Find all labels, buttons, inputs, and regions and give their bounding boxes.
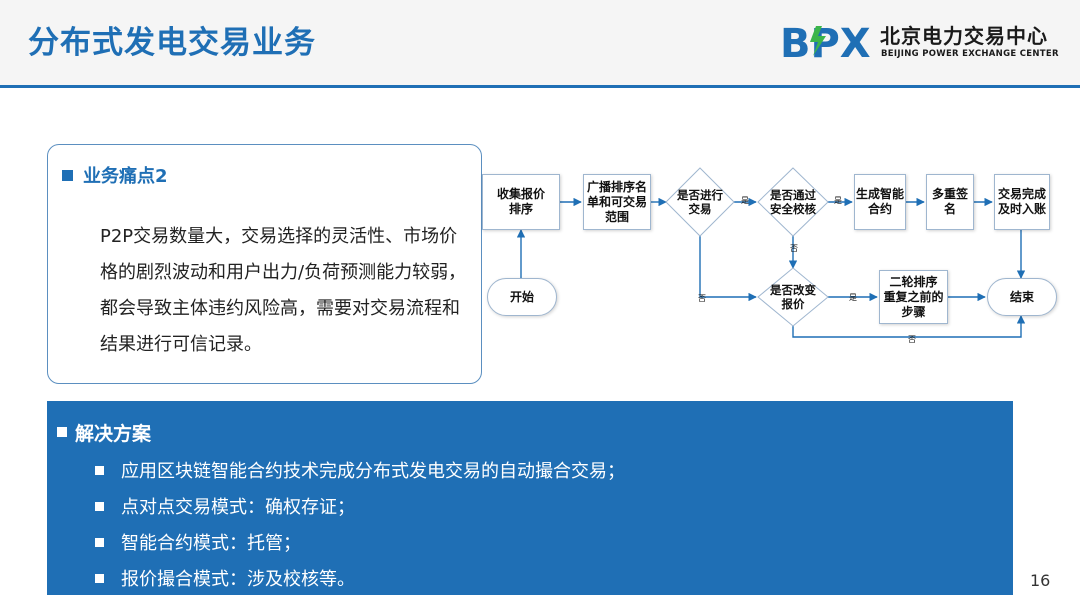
- lightning-bolt-icon: [810, 26, 826, 56]
- edge-label-trade-yes: 是: [741, 196, 749, 205]
- bpx-logo-mark: BPX: [780, 21, 871, 62]
- node-resort: 二轮排序重复之前的步骤: [879, 270, 948, 324]
- edge-label-change-yes: 是: [849, 293, 857, 302]
- square-bullet-icon: [62, 169, 73, 181]
- node-start: 开始: [487, 278, 557, 316]
- square-bullet-icon: [95, 501, 104, 511]
- decision-trade-label: 是否进行交易: [677, 188, 723, 216]
- square-bullet-icon: [95, 537, 104, 547]
- page-number: 16: [1030, 571, 1051, 590]
- solution-panel: 解决方案 应用区块链智能合约技术完成分布式发电交易的自动撮合交易； 点对点交易模…: [47, 401, 1013, 595]
- list-item: 报价撮合模式：涉及校核等。: [95, 560, 625, 596]
- svg-text:BPX: BPX: [780, 21, 871, 62]
- edge-label-change-no: 否: [908, 335, 916, 344]
- node-settle: 交易完成及时入账: [994, 174, 1050, 230]
- edge-label-check-no: 否: [790, 244, 798, 253]
- logo-name-cn: 北京电力交易中心: [880, 24, 1048, 48]
- list-item: 应用区块链智能合约技术完成分布式发电交易的自动撮合交易；: [95, 452, 625, 488]
- decision-check-shape: [757, 167, 829, 237]
- bpx-logo: BPX 北京电力交易中心 BEIJING POWER EXCHANGE CENT…: [780, 18, 1070, 66]
- edge-change-no: [792, 315, 1026, 338]
- logo-name-en: BEIJING POWER EXCHANGE CENTER: [881, 49, 1059, 59]
- slide-title: 分布式发电交易业务: [28, 25, 316, 61]
- square-bullet-icon: [57, 427, 67, 437]
- solution-header: 解决方案: [57, 419, 151, 445]
- square-bullet-icon: [95, 573, 104, 583]
- pain-point-card: 业务痛点2 P2P交易数量大，交易选择的灵活性、市场价格的剧烈波动和用户出力/负…: [47, 144, 482, 384]
- pain-point-heading: 业务痛点2: [83, 166, 168, 187]
- edge-label-trade-no: 否: [698, 294, 706, 303]
- pain-point-body: P2P交易数量大，交易选择的灵活性、市场价格的剧烈波动和用户出力/负荷预测能力较…: [100, 226, 467, 355]
- pain-point-header: 业务痛点2: [62, 161, 168, 189]
- header-divider: [0, 85, 1080, 88]
- decision-change-shape: [757, 267, 829, 327]
- decision-change-label: 是否改变报价: [770, 283, 816, 311]
- list-item: 点对点交易模式：确权存证；: [95, 488, 625, 524]
- node-end: 结束: [987, 278, 1057, 316]
- header-band: [0, 0, 1080, 85]
- node-smart-contract: 生成智能合约: [854, 174, 906, 230]
- node-multisig: 多重签名: [926, 174, 974, 230]
- decision-trade-shape: [665, 167, 735, 237]
- flowchart-connectors: [516, 167, 1026, 338]
- solution-list: 应用区块链智能合约技术完成分布式发电交易的自动撮合交易； 点对点交易模式：确权存…: [95, 452, 625, 596]
- decision-check-label: 是否通过安全校核: [770, 188, 816, 216]
- list-item: 智能合约模式：托管；: [95, 524, 625, 560]
- flowchart: 收集报价排序 广播排序名单和可交易范围 生成智能合约 多重签名 交易完成及时入账…: [482, 167, 1068, 348]
- edge-label-check-yes: 是: [834, 196, 842, 205]
- edge-trade-no: [699, 236, 757, 302]
- node-collect-quotes: 收集报价排序: [482, 174, 560, 230]
- node-broadcast-ranking: 广播排序名单和可交易范围: [583, 174, 651, 230]
- square-bullet-icon: [95, 465, 104, 475]
- solution-heading: 解决方案: [75, 422, 152, 445]
